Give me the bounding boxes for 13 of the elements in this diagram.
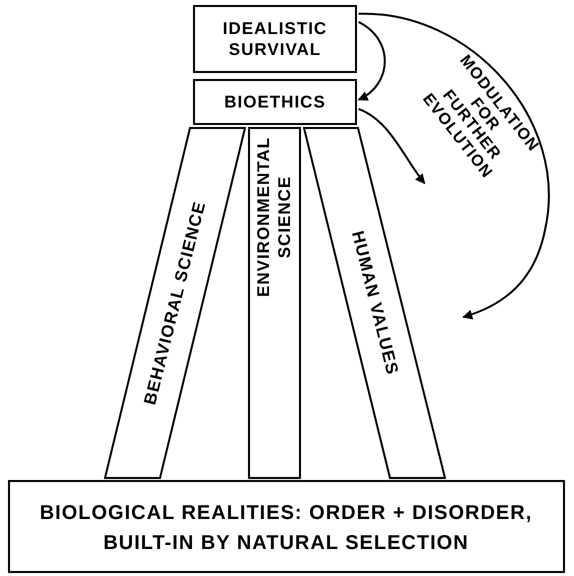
box-label: IDEALISTIC SURVIVAL (222, 18, 328, 60)
curved-arrow (358, 12, 550, 320)
box-label: BIOETHICS (223, 91, 327, 113)
curved-arrow (358, 21, 386, 101)
box-label: HUMAN VALUES (347, 228, 404, 379)
box-label: ENVIRONMENTAL SCIENCE (252, 136, 295, 300)
process-box (193, 79, 357, 125)
pillar-box (248, 127, 301, 479)
foundation-box (8, 480, 565, 573)
box-label: BIOLOGICAL REALITIES: ORDER + DISORDER, BUILT-IN BY NATURAL SELECTION (38, 501, 534, 556)
curved-arrow (358, 108, 426, 184)
title-box (193, 5, 357, 73)
pillar-box (104, 127, 246, 479)
